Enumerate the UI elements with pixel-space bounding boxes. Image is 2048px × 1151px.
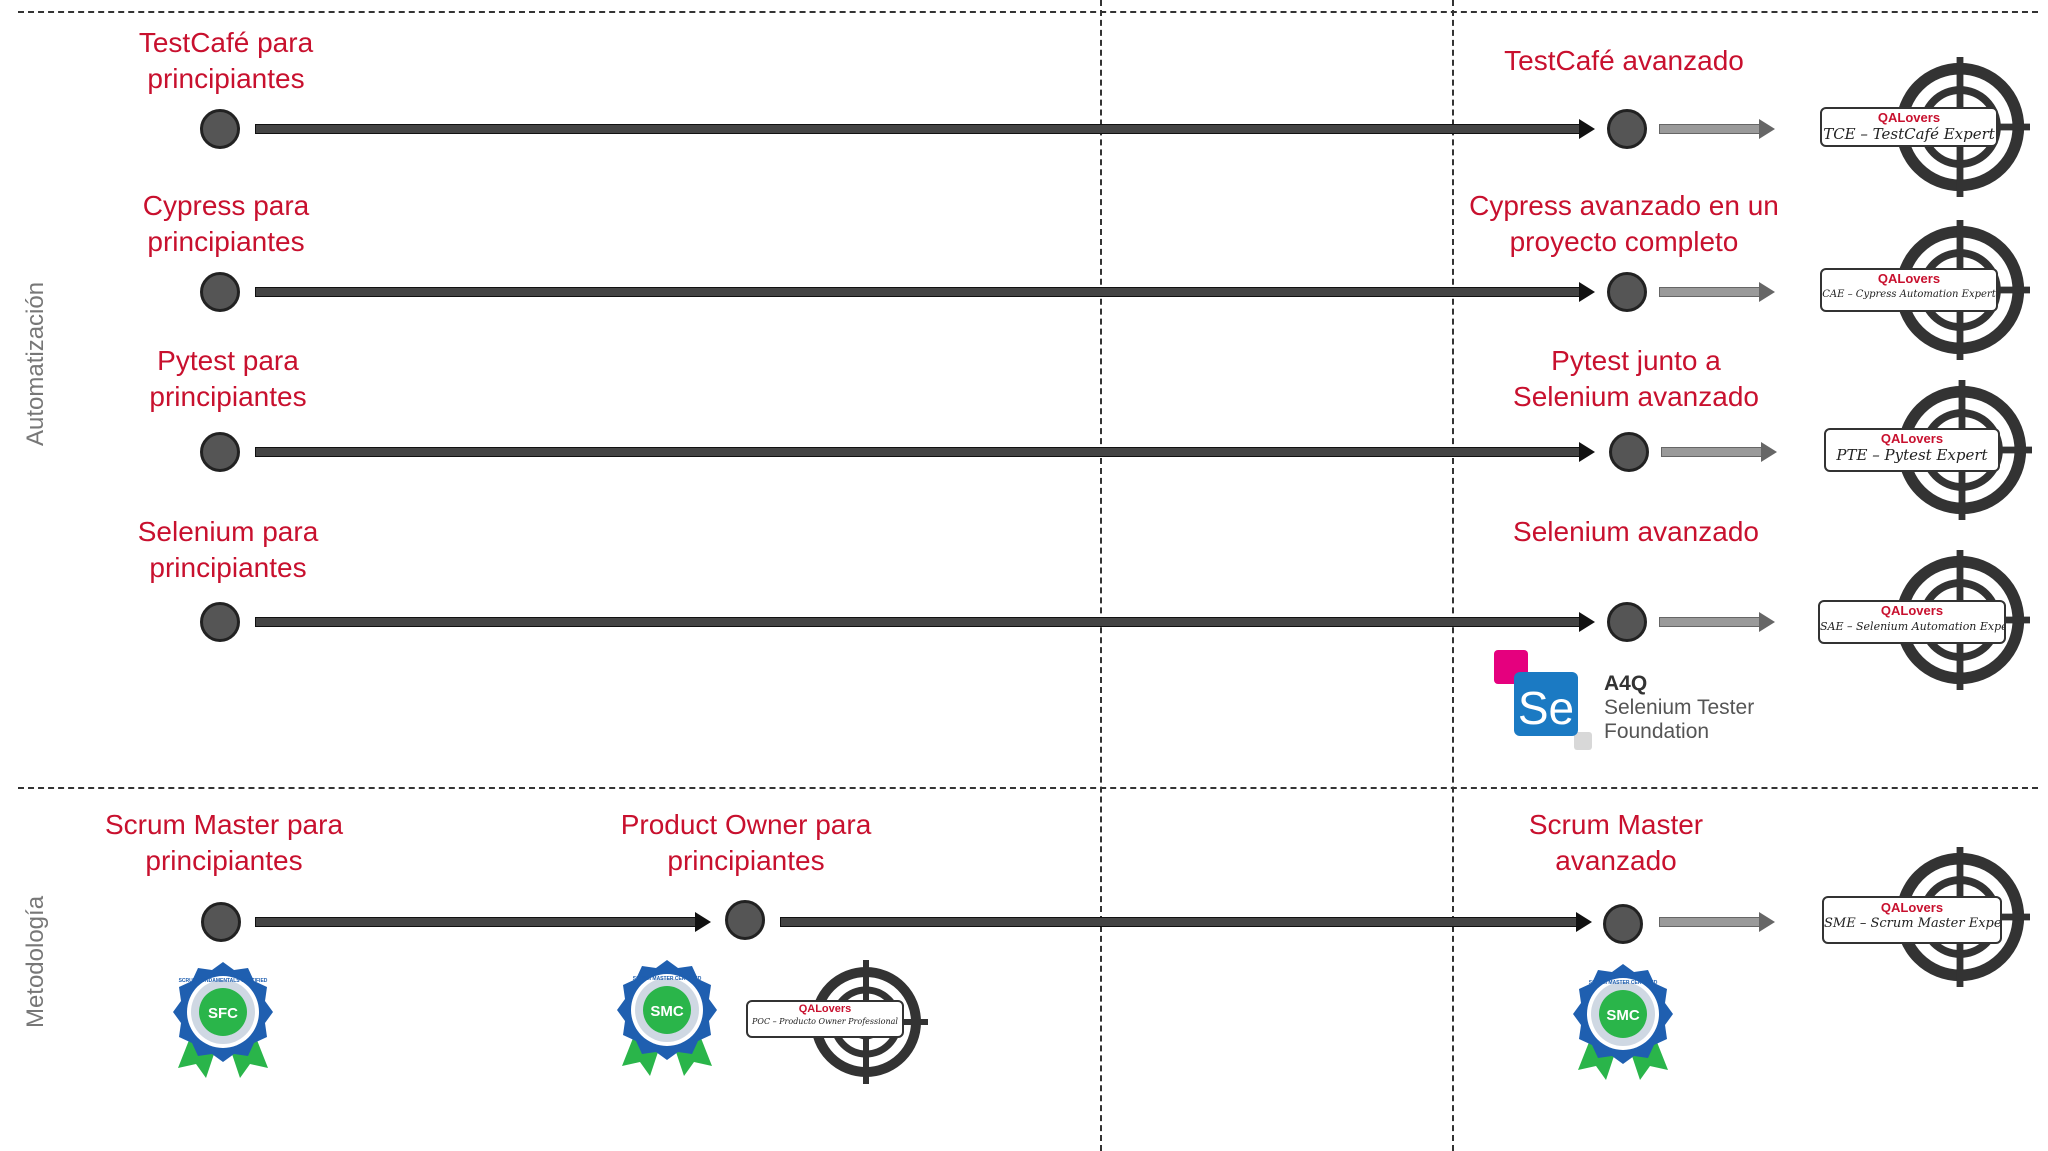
path-arrow-pytest xyxy=(255,442,1595,462)
cert-arrow-selenium xyxy=(1659,612,1775,632)
course-label-cypress-beginner: Cypress para principiantes xyxy=(142,190,310,257)
cert-arrow-testcafe xyxy=(1659,119,1775,139)
course-label-scrum-master-beginner: Scrum Master para principiantes xyxy=(104,809,344,876)
cert-badge-cae: QALovers CAE – Cypress Automation Expert xyxy=(1820,268,1998,312)
selenium-logo-icon: Se xyxy=(1494,650,1592,750)
path-arrow-scrum-to-po xyxy=(255,912,711,932)
cert-badge-poc: QALovers POC – Producto Owner Profession… xyxy=(746,1000,904,1038)
course-node-selenium-advanced[interactable] xyxy=(1607,602,1647,642)
path-arrow-testcafe xyxy=(255,119,1595,139)
badge-smc-icon: SMC SCRUM MASTER CERTIFIED xyxy=(1573,964,1673,1080)
svg-text:SMC: SMC xyxy=(650,1003,684,1020)
course-label-pytest-beginner: Pytest para principiantes xyxy=(149,345,307,412)
course-label-cypress-advanced: Cypress avanzado en un proyecto completo xyxy=(1469,190,1779,257)
path-arrow-po-to-scrum-advanced xyxy=(780,912,1592,932)
badge-smc-icon: SMC SCRUM MASTER CERTIFIED xyxy=(617,960,717,1076)
course-node-scrum-master-advanced[interactable] xyxy=(1603,904,1643,944)
svg-text:SCRUM FUNDAMENTALS CERTIFIED: SCRUM FUNDAMENTALS CERTIFIED xyxy=(179,978,268,984)
course-label-selenium-beginner: Selenium para principiantes xyxy=(137,516,319,583)
section-label-methodology: Metodología xyxy=(22,895,49,1029)
course-label-testcafe-advanced: TestCafé avanzado xyxy=(1504,45,1744,76)
course-node-pytest-advanced[interactable] xyxy=(1609,432,1649,472)
course-node-testcafe-advanced[interactable] xyxy=(1607,109,1647,149)
course-label-product-owner-beginner: Product Owner para principiantes xyxy=(620,809,872,876)
course-node-scrum-master-beginner[interactable] xyxy=(201,902,241,942)
svg-text:SCRUM MASTER CERTIFIED: SCRUM MASTER CERTIFIED xyxy=(633,976,702,982)
course-label-scrum-master-advanced: Scrum Master avanzado xyxy=(1528,809,1704,876)
svg-text:SFC: SFC xyxy=(208,1005,238,1022)
cert-badge-tce: QALovers TCE – TestCafé Expert xyxy=(1820,107,1998,147)
course-label-testcafe-beginner: TestCafé para principiantes xyxy=(138,27,314,94)
svg-text:SCRUM MASTER CERTIFIED: SCRUM MASTER CERTIFIED xyxy=(1589,980,1658,986)
column-divider-1 xyxy=(1100,0,1102,1151)
cert-arrow-scrum xyxy=(1659,912,1775,932)
svg-text:SMC: SMC xyxy=(1606,1007,1640,1024)
top-divider xyxy=(18,11,2038,13)
cert-badge-sae: QALovers SAE – Selenium Automation Exper… xyxy=(1818,600,2006,644)
section-label-automation: Automatización xyxy=(22,281,49,446)
selenium-cert-text: A4Q Selenium Tester Foundation xyxy=(1604,672,1755,743)
cert-arrow-pytest xyxy=(1661,442,1777,462)
section-divider xyxy=(18,787,2038,789)
course-node-selenium-beginner[interactable] xyxy=(200,602,240,642)
path-arrow-cypress xyxy=(255,282,1595,302)
cert-badge-sme: QALovers SME – Scrum Master Expert xyxy=(1822,896,2002,944)
svg-text:Se: Se xyxy=(1518,682,1574,734)
column-divider-2 xyxy=(1452,0,1454,1151)
course-label-selenium-advanced: Selenium avanzado xyxy=(1513,516,1759,547)
badge-sfc-icon: SFC SCRUM FUNDAMENTALS CERTIFIED xyxy=(173,962,273,1078)
course-node-cypress-beginner[interactable] xyxy=(200,272,240,312)
path-arrow-selenium xyxy=(255,612,1595,632)
course-node-product-owner-beginner[interactable] xyxy=(725,900,765,940)
course-node-cypress-advanced[interactable] xyxy=(1607,272,1647,312)
course-node-testcafe-beginner[interactable] xyxy=(200,109,240,149)
course-node-pytest-beginner[interactable] xyxy=(200,432,240,472)
cert-badge-pte: QALovers PTE – Pytest Expert xyxy=(1824,428,2000,472)
cert-arrow-cypress xyxy=(1659,282,1775,302)
course-label-pytest-advanced: Pytest junto a Selenium avanzado xyxy=(1513,345,1759,412)
